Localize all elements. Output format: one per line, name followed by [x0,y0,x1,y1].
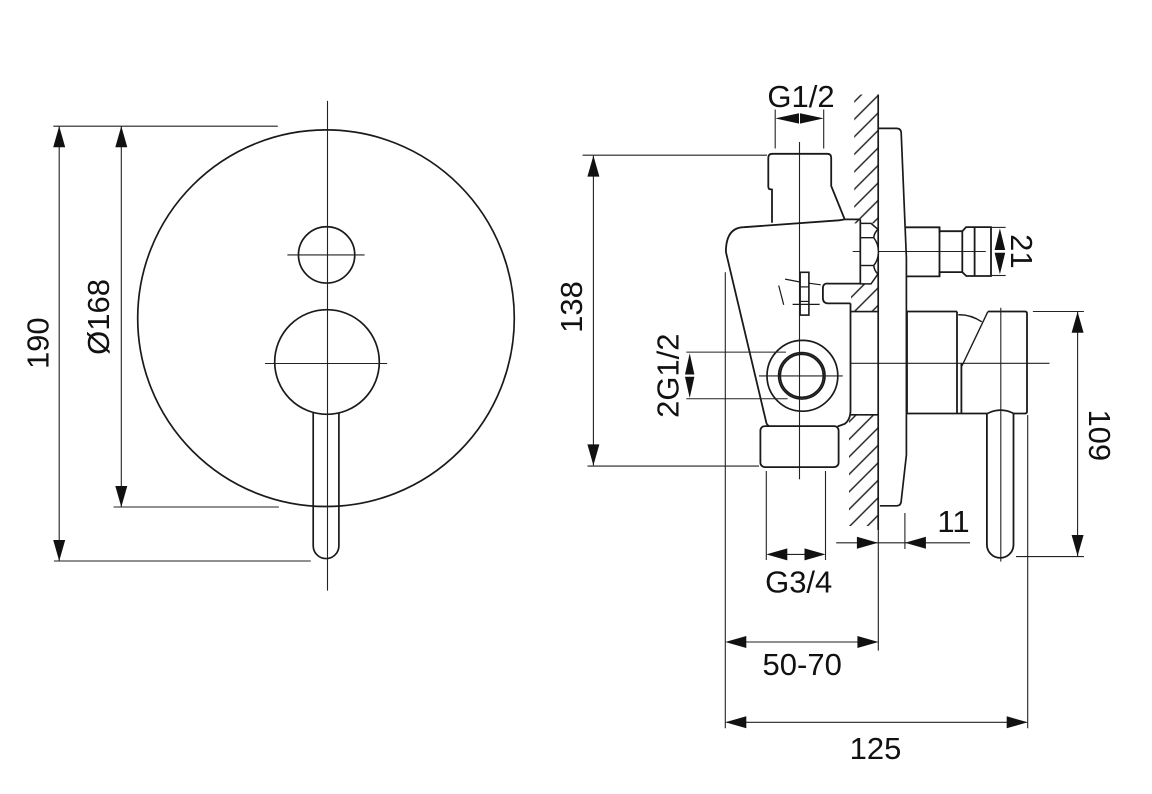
svg-text:125: 125 [850,731,902,766]
svg-text:190: 190 [21,317,56,369]
svg-text:21: 21 [1004,234,1039,268]
svg-text:2G1/2: 2G1/2 [651,333,686,417]
svg-text:G3/4: G3/4 [765,565,832,600]
svg-text:109: 109 [1082,409,1117,461]
svg-text:Ø168: Ø168 [81,279,116,355]
svg-text:138: 138 [554,281,589,333]
svg-text:G1/2: G1/2 [767,79,834,114]
svg-text:50-70: 50-70 [763,647,842,682]
svg-text:11: 11 [937,504,969,539]
